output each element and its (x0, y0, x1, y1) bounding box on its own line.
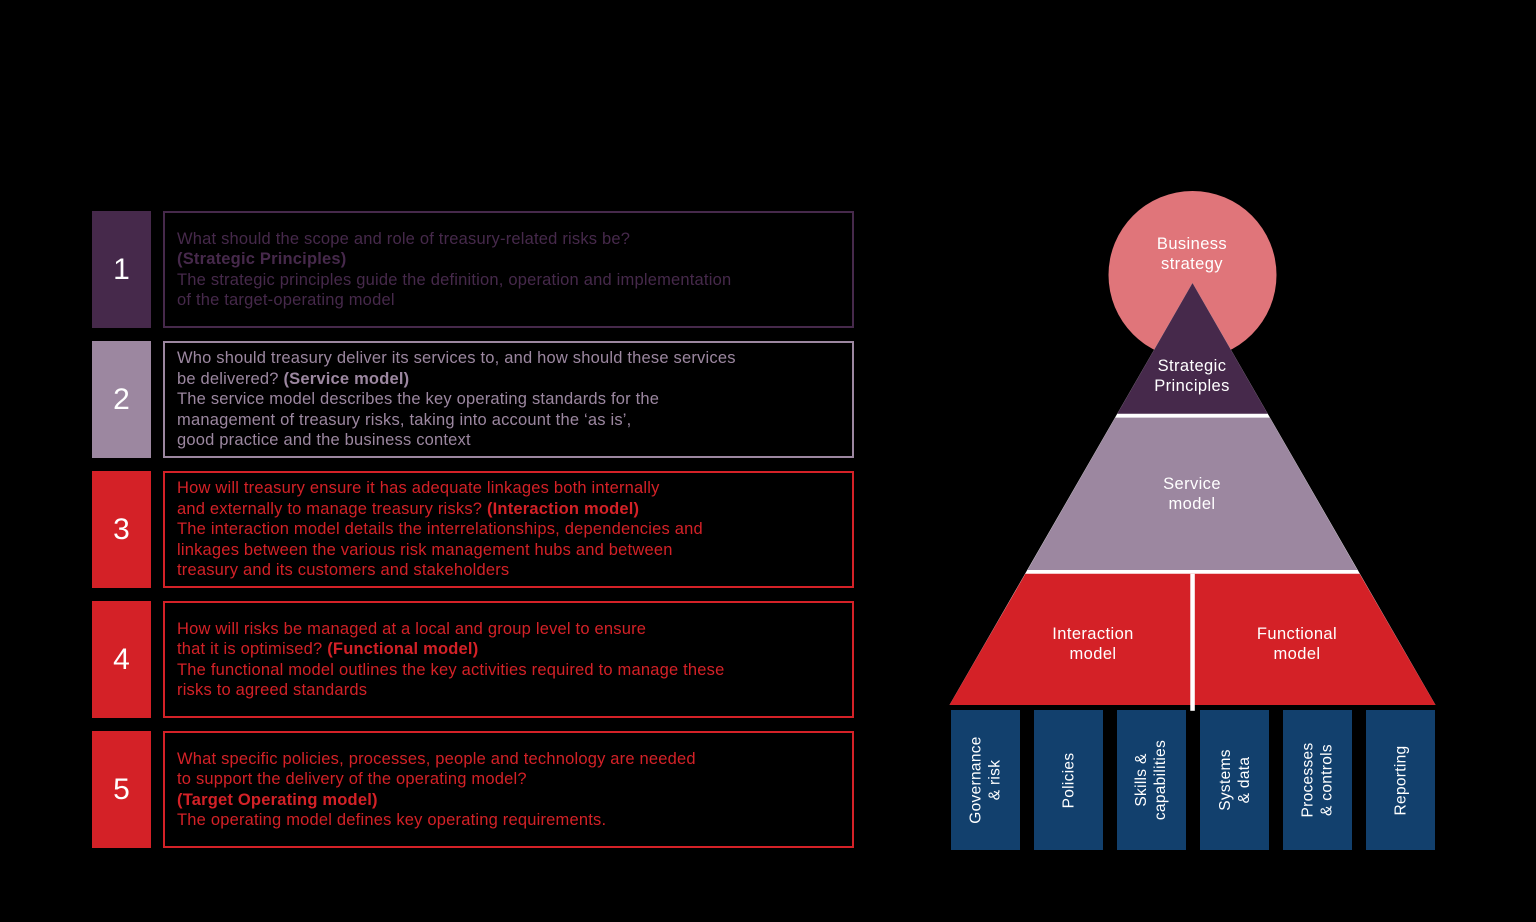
foundation-bar: Policies (1034, 710, 1103, 850)
question-number-tile: 2 (92, 341, 151, 458)
question-text-box: Who should treasury deliver its services… (163, 341, 854, 458)
question-number-tile: 5 (92, 731, 151, 848)
service-model-label: Service model (1163, 475, 1221, 513)
question-text-box: How will treasury ensure it has adequate… (163, 471, 854, 588)
question-text-box: What should the scope and role of treasu… (163, 211, 854, 328)
question-number-tile: 1 (92, 211, 151, 328)
foundation-bar-label: Policies (1060, 752, 1077, 808)
question-number-tile: 3 (92, 471, 151, 588)
foundation-bar: Skills & capabilities (1117, 710, 1186, 850)
question-text-box: How will risks be managed at a local and… (163, 601, 854, 718)
foundation-bar-label: Skills & capabilities (1133, 739, 1170, 821)
foundation-bar: Processes & controls (1283, 710, 1352, 850)
business-strategy-circle (1108, 191, 1277, 359)
question-number-tile: 4 (92, 601, 151, 718)
strategic-principles-layer (1117, 283, 1268, 414)
service-model-layer (1027, 417, 1358, 570)
strategic-principles-label: Strategic Principles (1154, 357, 1230, 395)
question-row: 5 What specific policies, processes, peo… (0, 731, 854, 848)
foundation-bar: Reporting (1366, 710, 1435, 850)
question-row: 2 Who should treasury deliver its servic… (0, 341, 854, 458)
question-row: 1 What should the scope and role of trea… (0, 211, 854, 328)
model-divider-line (1190, 573, 1195, 711)
foundation-bar: Governance & risk (951, 710, 1020, 850)
question-row: 3 How will treasury ensure it has adequa… (0, 471, 854, 588)
interaction-model-label: Interaction model (1052, 625, 1134, 663)
business-strategy-label: Business strategy (1156, 235, 1228, 273)
foundation-bar-label: Processes & controls (1299, 742, 1336, 818)
question-text-box: What specific policies, processes, peopl… (163, 731, 854, 848)
foundation-bar-label: Governance & risk (967, 736, 1004, 824)
questions-list: 1 What should the scope and role of trea… (0, 211, 854, 861)
pyramid-graphic (949, 191, 1436, 711)
functional-model-label: Functional model (1256, 625, 1338, 663)
question-row: 4 How will risks be managed at a local a… (0, 601, 854, 718)
foundation-bar-label: Reporting (1392, 745, 1410, 815)
foundation-bar-label: Systems & data (1216, 749, 1253, 811)
foundation-bar: Systems & data (1200, 710, 1269, 850)
